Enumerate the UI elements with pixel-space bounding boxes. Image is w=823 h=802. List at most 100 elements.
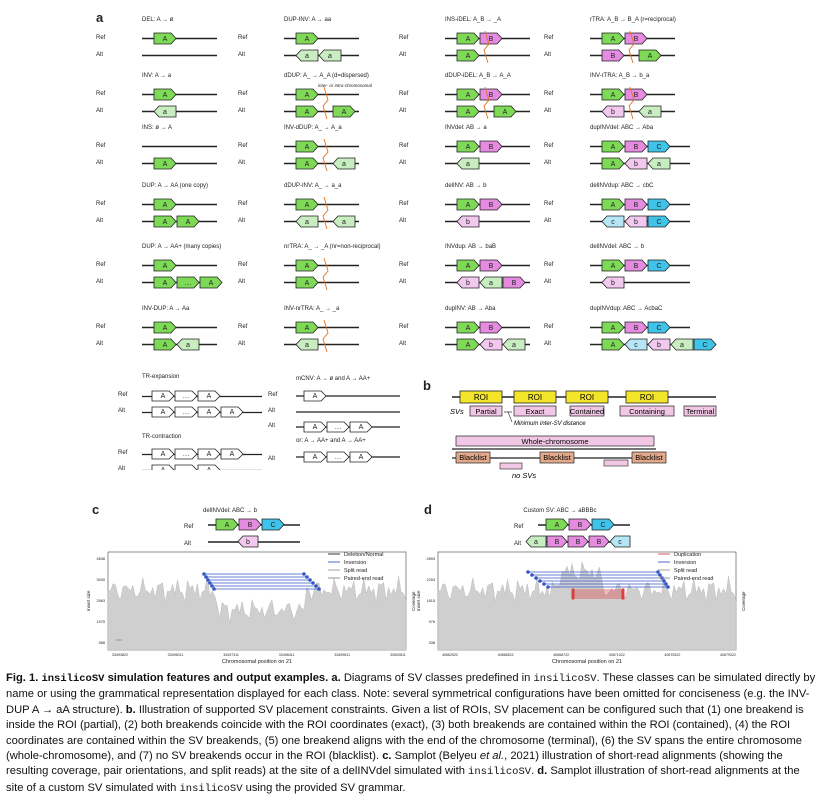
segment-block: [647, 321, 671, 334]
segment-letter: A: [305, 109, 310, 116]
legend-label: Inversion: [344, 560, 366, 566]
legend-label: Paired-end read: [344, 576, 383, 582]
segment-letter: A: [611, 36, 616, 43]
read-end: [206, 578, 210, 582]
segment-letter: B: [634, 263, 639, 270]
break-mark: [322, 138, 329, 172]
segment-block: [295, 215, 319, 228]
segment-block: [456, 198, 480, 211]
alt-label: Alt: [544, 108, 551, 114]
segment-block: [638, 49, 662, 62]
x-tick-label: 40671022: [609, 653, 625, 657]
segment-block: [174, 464, 198, 470]
alt-label: Alt: [514, 541, 521, 547]
x-tick-label: 33497311: [223, 653, 239, 657]
read-end: [308, 578, 312, 582]
segment-block: [647, 140, 671, 153]
segment-block: [295, 32, 319, 45]
segment-letter: B: [555, 539, 560, 546]
segment-letter: …: [185, 280, 192, 287]
sv-title: INS: ø → A: [142, 125, 172, 131]
segment-block: [295, 259, 319, 272]
sv-diagram: dDUP: A_ → A_A (d=dispersed)inter- or in…: [238, 73, 373, 120]
read-end: [302, 572, 306, 576]
read-end: [546, 585, 550, 589]
segment-block: [303, 421, 327, 433]
segment-letter: A: [163, 342, 168, 349]
mcnv-section: mCNV: A → ø and A → AA+RefAltAltAA…Aor: …: [268, 376, 400, 463]
segment-block: [326, 421, 350, 433]
segment-block: [456, 32, 480, 45]
segment-letter: A: [207, 451, 212, 458]
segment-letter: A: [359, 454, 364, 461]
no-svs-label: no SVs: [512, 471, 536, 480]
segment-block: [601, 157, 625, 170]
segment-block: [153, 105, 177, 118]
panel-c-label: c: [92, 502, 100, 517]
sv-title: INV-dDUP: A_ → A_a: [284, 125, 342, 131]
segment-block: [295, 338, 319, 351]
segment-letter: A: [163, 263, 168, 270]
segment-block: [456, 49, 480, 62]
roi-box: [565, 390, 609, 404]
segment-letter: …: [335, 454, 342, 461]
sv-contained: [569, 405, 605, 417]
segment-block: [153, 157, 177, 170]
segment-letter: a: [186, 342, 190, 349]
ref-label: Ref: [238, 262, 248, 268]
ref-label: Ref: [96, 201, 106, 207]
segment-letter: A: [466, 109, 471, 116]
segment-letter: C: [702, 342, 707, 349]
figure-caption: Fig. 1. insilicoSV simulation features a…: [6, 672, 816, 795]
read-end: [317, 587, 321, 591]
segment-block: [174, 390, 198, 402]
segment-block: [479, 140, 503, 153]
caption-text-a: Diagrams of SV classes predefined in: [343, 672, 531, 684]
segment-letter: B: [489, 144, 494, 151]
ref-label: Ref: [238, 143, 248, 149]
sv-terminal: [683, 405, 717, 417]
segment-block: [197, 464, 221, 470]
segment-letter: A: [207, 467, 212, 470]
contained-label: Contained: [570, 407, 604, 416]
segment-letter: a: [680, 342, 684, 349]
segment-block: [525, 535, 547, 548]
ref-label: Ref: [399, 262, 409, 268]
sv-title: rTRA: A_B → B_A (r=reciprocal): [590, 17, 676, 23]
tool-name-inline: insilicoSV: [179, 782, 243, 795]
segment-block: [153, 215, 177, 228]
segment-block: [479, 259, 503, 272]
roi-label: ROI: [528, 393, 542, 402]
segment-block: [624, 157, 648, 170]
segment-letter: a: [305, 219, 309, 226]
segment-letter: a: [466, 161, 470, 168]
read-end: [314, 584, 318, 588]
x-tick-label: 40668722: [553, 653, 569, 657]
x-axis-label: Chromosomal position on 21: [552, 659, 622, 665]
segment-block: [349, 451, 373, 463]
segment-letter: A: [230, 409, 235, 416]
segment-block: [624, 321, 648, 334]
legend-label: Split read: [344, 568, 367, 574]
alt-label: Alt: [268, 423, 275, 429]
segment-block: [456, 338, 480, 351]
samplot-sv-title: delINVdel: ABC → b: [203, 508, 258, 514]
break-mark: [628, 30, 635, 64]
segment-letter: …: [183, 467, 190, 470]
y-tick-label: 2893: [427, 557, 435, 561]
segment-letter: B: [489, 92, 494, 99]
segment-letter: A: [466, 53, 471, 60]
blacklist-box: [455, 451, 491, 464]
segment-letter: a: [342, 161, 346, 168]
ref-label: Ref: [399, 201, 409, 207]
segment-letter: A: [611, 161, 616, 168]
sv-title: INV-rTRA: A_B → b_a: [590, 73, 650, 79]
segment-letter: b: [466, 280, 470, 287]
segment-letter: B: [248, 522, 253, 529]
tool-name-inline: insilicoSV: [468, 766, 532, 779]
segment-letter: A: [611, 144, 616, 151]
segment-letter: a: [489, 280, 493, 287]
